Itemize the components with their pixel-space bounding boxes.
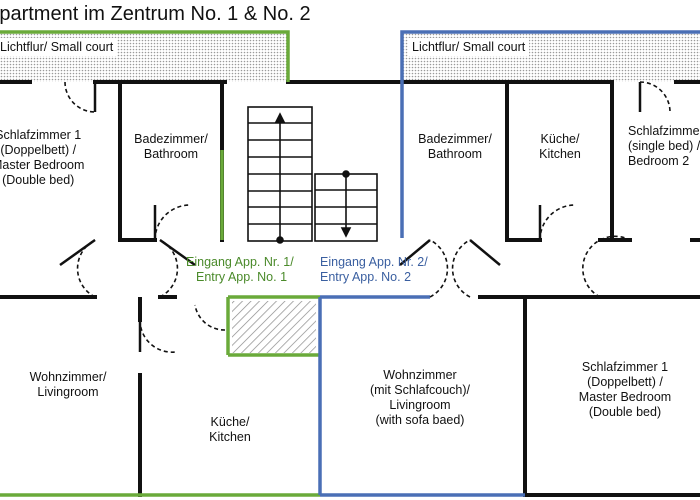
staircase (247, 106, 378, 244)
doors (64, 81, 671, 353)
room-bedroom1-top: Schlafzimmer 1 (Doppelbett) / Master Bed… (0, 128, 85, 187)
room-bedroom1-bottom: Schlafzimmer 1 (Doppelbett) / Master Bed… (578, 360, 672, 419)
shaft-hatch (232, 301, 316, 353)
page-title: Apartment im Zentrum No. 1 & No. 2 (0, 3, 311, 25)
court-label-right: Lichtflur/ Small court (408, 38, 530, 56)
room-bedroom2-top: Schlafzimmer 2 (single bed) / Bedroom 2 (628, 124, 700, 168)
entry-label-apt2: Eingang App. Nr. 2/ Entry App. No. 2 (320, 255, 428, 284)
apt1-outline (0, 30, 320, 497)
door-leaves (59, 82, 642, 352)
court-label-left: Lichtflur/ Small court (0, 38, 118, 56)
room-living2: Wohnzimmer (mit Schlafcouch)/ Livingroom… (369, 368, 471, 427)
entry-label-apt1: Eingang App. Nr. 1/ Entry App. No. 1 (186, 255, 294, 284)
room-bathroom1: Badezimmer/ Bathroom (134, 132, 208, 161)
room-bathroom2: Badezimmer/ Bathroom (418, 132, 492, 161)
room-kitchen2: Küche/ Kitchen (539, 132, 581, 161)
apt2-outline (318, 30, 700, 497)
room-living1: Wohnzimmer/ Livingroom (29, 370, 107, 399)
room-kitchen1: Küche/ Kitchen (209, 415, 251, 444)
